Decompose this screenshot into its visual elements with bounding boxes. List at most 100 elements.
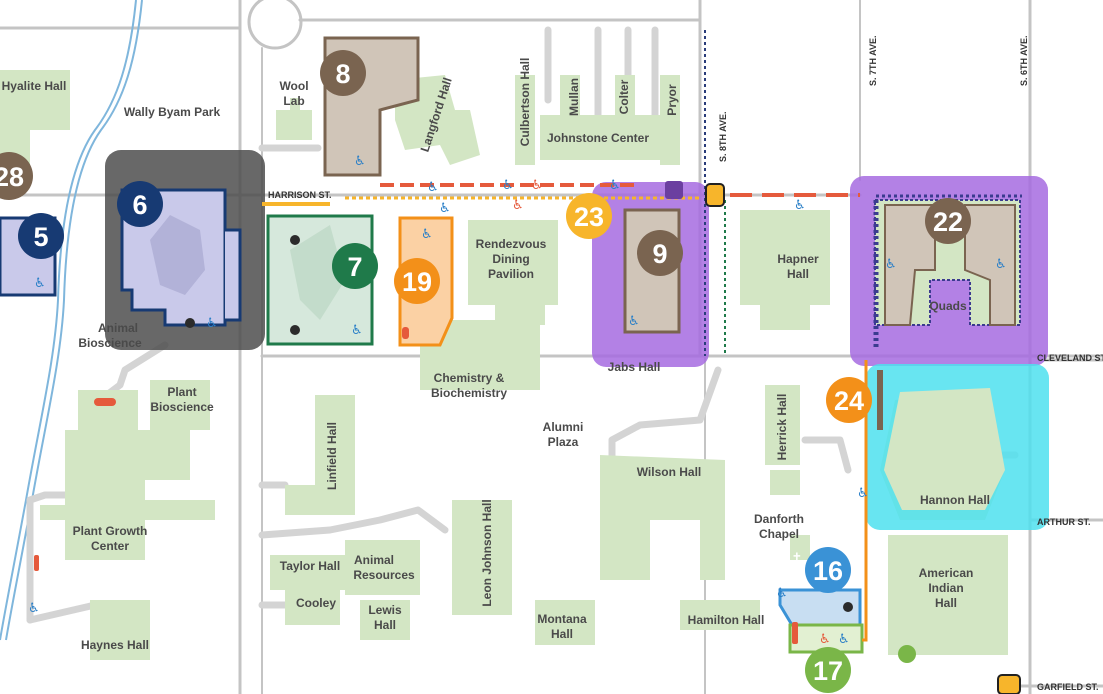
label-wool-lab-1: Wool xyxy=(279,79,308,93)
label-lewis-hall-1: Lewis xyxy=(368,603,402,617)
label-plant-bioscience-1: Plant xyxy=(167,385,196,399)
parking-marker xyxy=(792,622,798,644)
bus-stop-icon[interactable] xyxy=(705,183,725,207)
label-johnstone-center: Johnstone Center xyxy=(547,131,649,145)
ev-charging-icon xyxy=(898,645,916,663)
marker-17[interactable]: 17 xyxy=(805,647,851,693)
chapel-cross-icon: ✝ xyxy=(792,551,803,566)
label-wool-lab-2: Lab xyxy=(283,94,304,108)
street-s-8th: S. 8TH AVE. xyxy=(718,111,728,162)
street-harrison: HARRISON ST. xyxy=(268,190,332,200)
street-s-6th: S. 6TH AVE. xyxy=(1019,35,1029,86)
marker-17-label: 17 xyxy=(813,656,843,686)
accessible-icon: ♿ xyxy=(857,486,869,501)
marker-6[interactable]: 6 xyxy=(117,181,163,227)
marker-8[interactable]: 8 xyxy=(320,50,366,96)
accessible-icon: ♿ xyxy=(885,257,897,272)
marker-22[interactable]: 22 xyxy=(925,198,971,244)
street-s-7th: S. 7TH AVE. xyxy=(868,35,878,86)
accessible-parking-icon: ♿ xyxy=(819,632,831,647)
marker-7[interactable]: 7 xyxy=(332,243,378,289)
cafe-icon xyxy=(185,318,195,328)
label-herrick-hall: Herrick Hall xyxy=(775,394,789,461)
accessible-icon: ♿ xyxy=(502,178,514,193)
bus-stop-icon[interactable] xyxy=(997,674,1021,694)
label-rendezvous-3: Pavilion xyxy=(488,267,534,281)
accessible-icon: ♿ xyxy=(354,154,366,169)
label-leon-johnson-hall: Leon Johnson Hall xyxy=(480,499,494,606)
label-montana-hall-1: Montana xyxy=(537,612,587,626)
hannon-hall-building xyxy=(884,388,1005,510)
cafe-icons xyxy=(185,235,853,612)
accessible-parking-icon: ♿ xyxy=(512,198,524,213)
accessible-icon: ♿ xyxy=(351,323,363,338)
label-american-indian-1: American xyxy=(919,566,974,580)
marker-28[interactable]: 28 xyxy=(0,152,33,200)
label-lewis-hall-2: Hall xyxy=(374,618,396,632)
accessible-icon: ♿ xyxy=(776,586,788,601)
marker-24[interactable]: 24 xyxy=(826,377,872,423)
label-hapner-2: Hall xyxy=(787,267,809,281)
label-pryor: Pryor xyxy=(665,84,679,116)
label-mullan: Mullan xyxy=(567,78,581,116)
label-chemistry-2: Biochemistry xyxy=(431,386,507,400)
numbered-markers: 28 5 6 8 7 19 23 9 xyxy=(0,50,971,693)
label-wilson-hall: Wilson Hall xyxy=(637,465,702,479)
label-colter: Colter xyxy=(617,79,631,114)
accessible-parking-icon: ♿ xyxy=(531,178,543,193)
label-danforth-2: Chapel xyxy=(759,527,799,541)
label-animal-bioscience-1: Animal xyxy=(98,321,138,335)
accessible-icon: ♿ xyxy=(995,257,1007,272)
label-plant-bioscience-2: Bioscience xyxy=(150,400,214,414)
marker-23-label: 23 xyxy=(574,202,604,232)
marker-19[interactable]: 19 xyxy=(394,258,440,304)
label-hyalite-hall: Hyalite Hall xyxy=(2,79,67,93)
label-plant-growth-2: Center xyxy=(91,539,129,553)
parking-marker xyxy=(94,398,116,406)
label-cooley: Cooley xyxy=(296,596,336,610)
accessible-icon: ♿ xyxy=(838,632,850,647)
marker-28-label: 28 xyxy=(0,162,24,192)
marker-16[interactable]: 16 xyxy=(805,547,851,593)
marker-23[interactable]: 23 xyxy=(566,193,612,239)
cafe-icon xyxy=(290,325,300,335)
accessible-icon: ♿ xyxy=(28,601,40,616)
label-wally-byam-park: Wally Byam Park xyxy=(124,105,221,119)
accessible-icon: ♿ xyxy=(421,227,433,242)
label-alumni-plaza-2: Plaza xyxy=(548,435,579,449)
marker-16-label: 16 xyxy=(813,556,843,586)
label-culbertson-hall: Culbertson Hall xyxy=(518,58,532,147)
label-hamilton-hall: Hamilton Hall xyxy=(688,613,765,627)
label-haynes-hall: Haynes Hall xyxy=(81,638,149,652)
label-chemistry-1: Chemistry & xyxy=(434,371,505,385)
marker-24-label: 24 xyxy=(834,386,864,416)
label-hannon-hall: Hannon Hall xyxy=(920,493,990,507)
label-rendezvous-2: Dining xyxy=(492,252,529,266)
parking-marker xyxy=(34,555,39,571)
marker-9[interactable]: 9 xyxy=(637,230,683,276)
street-garfield: GARFIELD ST. xyxy=(1037,682,1099,692)
accessible-icon: ♿ xyxy=(609,178,621,193)
info-icon[interactable] xyxy=(665,181,683,199)
label-jabs-hall: Jabs Hall xyxy=(608,360,661,374)
label-alumni-plaza-1: Alumni xyxy=(543,420,584,434)
street-labels: HARRISON ST. S. 8TH AVE. S. 7TH AVE. S. … xyxy=(268,35,1103,692)
label-linfield-hall: Linfield Hall xyxy=(325,422,339,490)
label-animal-bioscience-2: Bioscience xyxy=(78,336,142,350)
accessible-icon: ♿ xyxy=(628,314,640,329)
label-hapner-1: Hapner xyxy=(777,252,819,266)
street-arthur: ARTHUR ST. xyxy=(1037,517,1091,527)
street-cleveland: CLEVELAND ST. xyxy=(1037,353,1103,363)
marker-5[interactable]: 5 xyxy=(18,213,64,259)
label-american-indian-3: Hall xyxy=(935,596,957,610)
accessible-icon: ♿ xyxy=(206,316,218,331)
label-taylor-hall: Taylor Hall xyxy=(280,559,340,573)
label-montana-hall-2: Hall xyxy=(551,627,573,641)
accessible-icon: ♿ xyxy=(439,201,451,216)
label-plant-growth-1: Plant Growth xyxy=(73,524,148,538)
marker-8-label: 8 xyxy=(335,59,350,89)
accessible-entrances: ♿ ♿ ♿ ♿ ♿ ♿ ♿ ♿ ♿ ♿ ♿ ♿ ♿ ♿ ♿ ♿ ♿ ♿ ♿ ♿ xyxy=(28,154,1007,647)
marker-5-label: 5 xyxy=(33,222,48,252)
accessible-icon: ♿ xyxy=(427,180,439,195)
stream xyxy=(0,0,143,641)
